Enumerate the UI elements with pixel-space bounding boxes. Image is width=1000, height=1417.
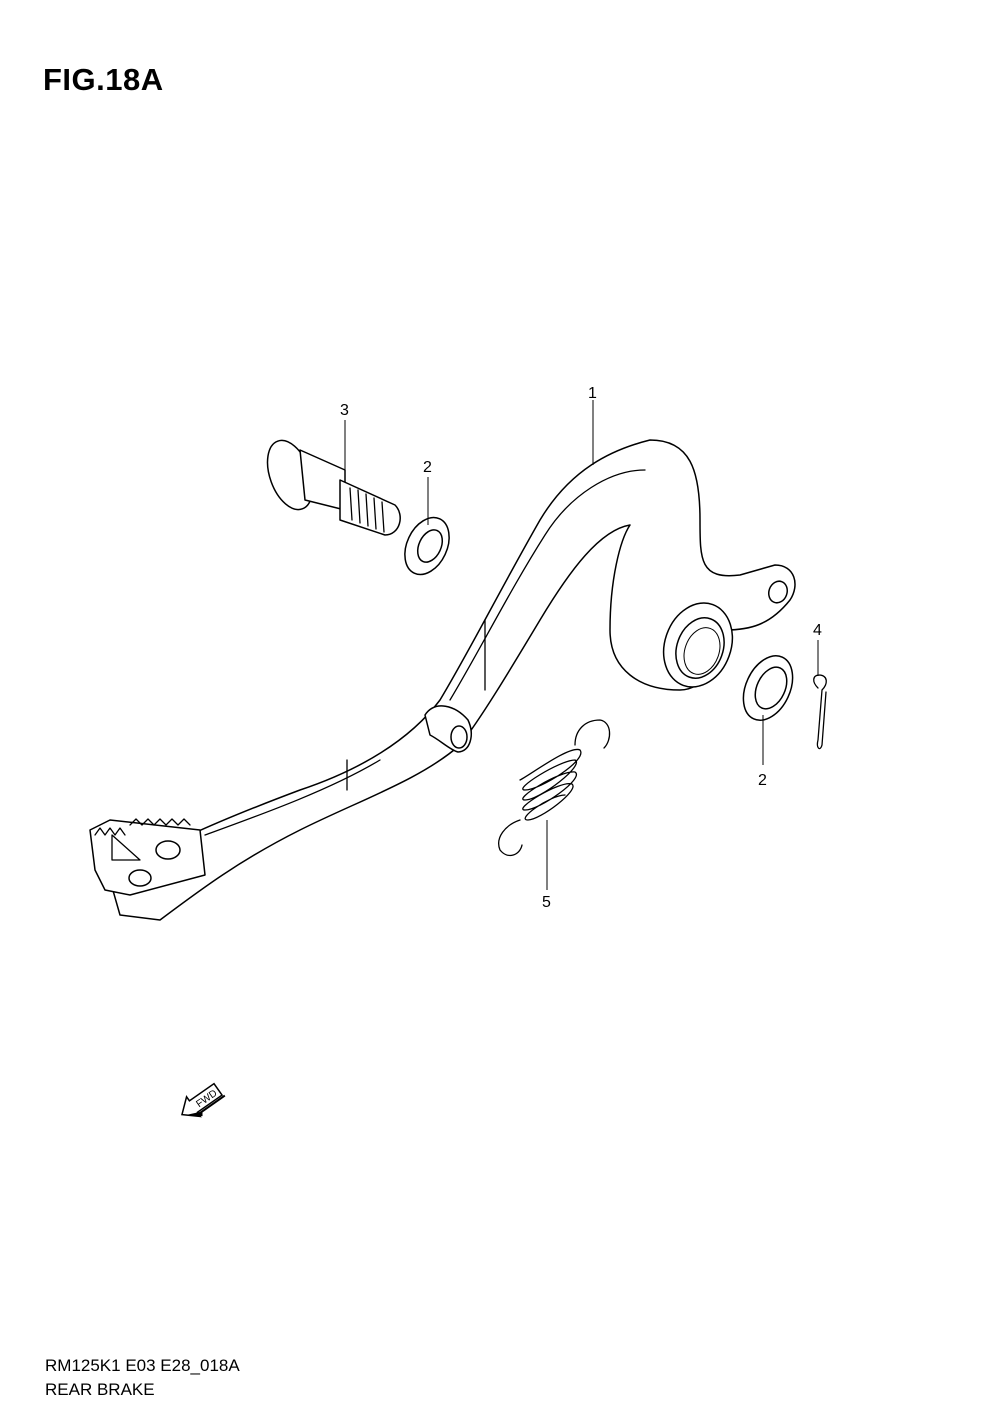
cotter-pin-part[interactable] (813, 674, 827, 750)
callout-label: 2 (423, 459, 432, 476)
callout-label: 4 (813, 622, 822, 639)
pivot-bolt-part[interactable] (259, 434, 401, 536)
washer-part[interactable] (734, 648, 803, 728)
figure-title: FIG.18A (43, 62, 164, 97)
callout-label: 1 (588, 385, 597, 402)
washer-part[interactable] (396, 510, 458, 581)
callout-label: 5 (542, 894, 551, 911)
callout-label: 2 (758, 772, 767, 789)
callout-label: 3 (340, 402, 349, 419)
section-name: REAR BRAKE (45, 1380, 155, 1399)
callout-leaders (344, 400, 819, 890)
forward-arrow-icon: FWD (181, 1082, 226, 1118)
brake-pedal-part[interactable] (89, 439, 796, 921)
return-spring-part[interactable] (498, 719, 611, 857)
model-code: RM125K1 E03 E28_018A (45, 1356, 240, 1375)
